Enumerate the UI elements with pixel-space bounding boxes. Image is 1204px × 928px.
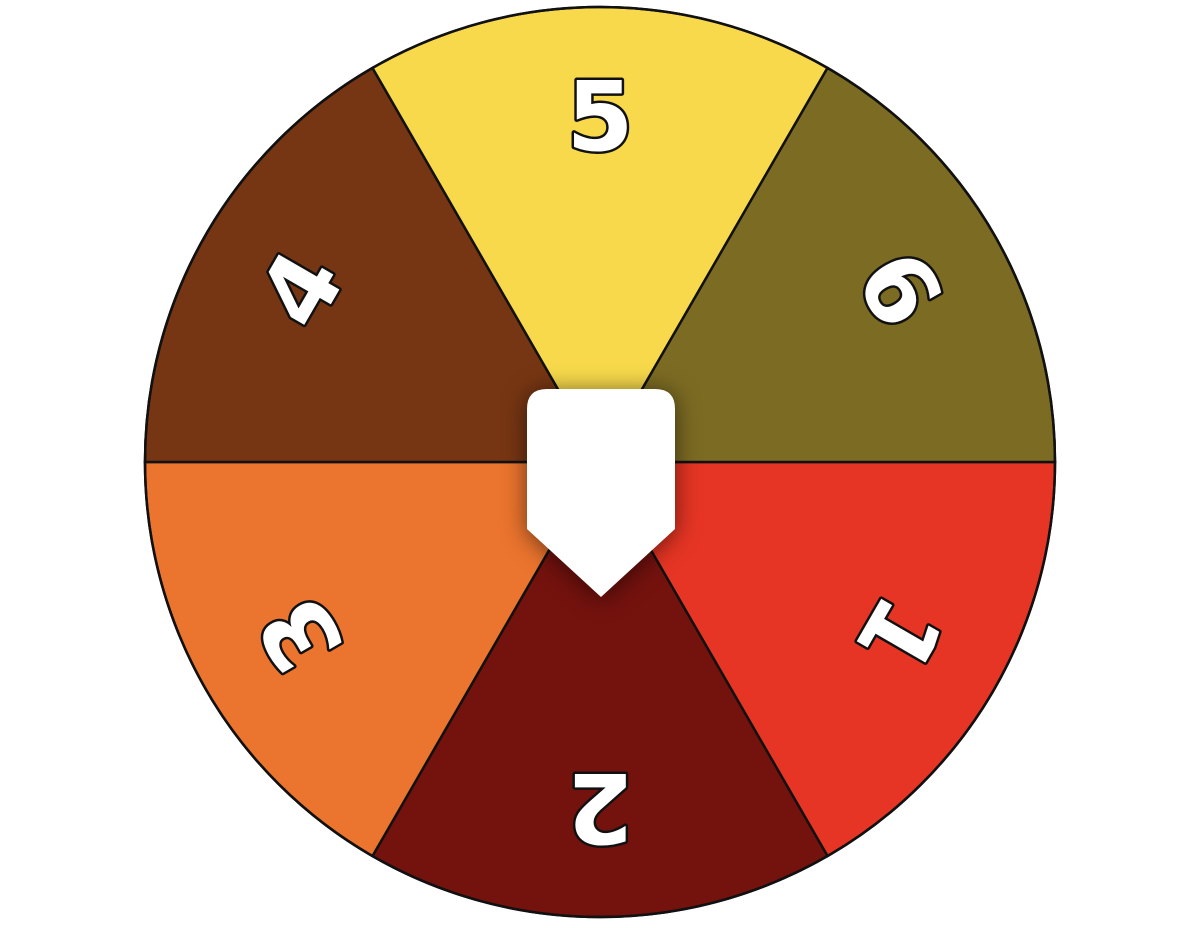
pointer-shape bbox=[527, 389, 675, 597]
pointer-arrow-down-icon[interactable] bbox=[527, 389, 675, 599]
wheel-segment-label-5: 5 bbox=[567, 61, 634, 173]
wheel-segment-label-2: 2 bbox=[567, 751, 634, 863]
wheel-rim bbox=[143, 5, 1057, 919]
